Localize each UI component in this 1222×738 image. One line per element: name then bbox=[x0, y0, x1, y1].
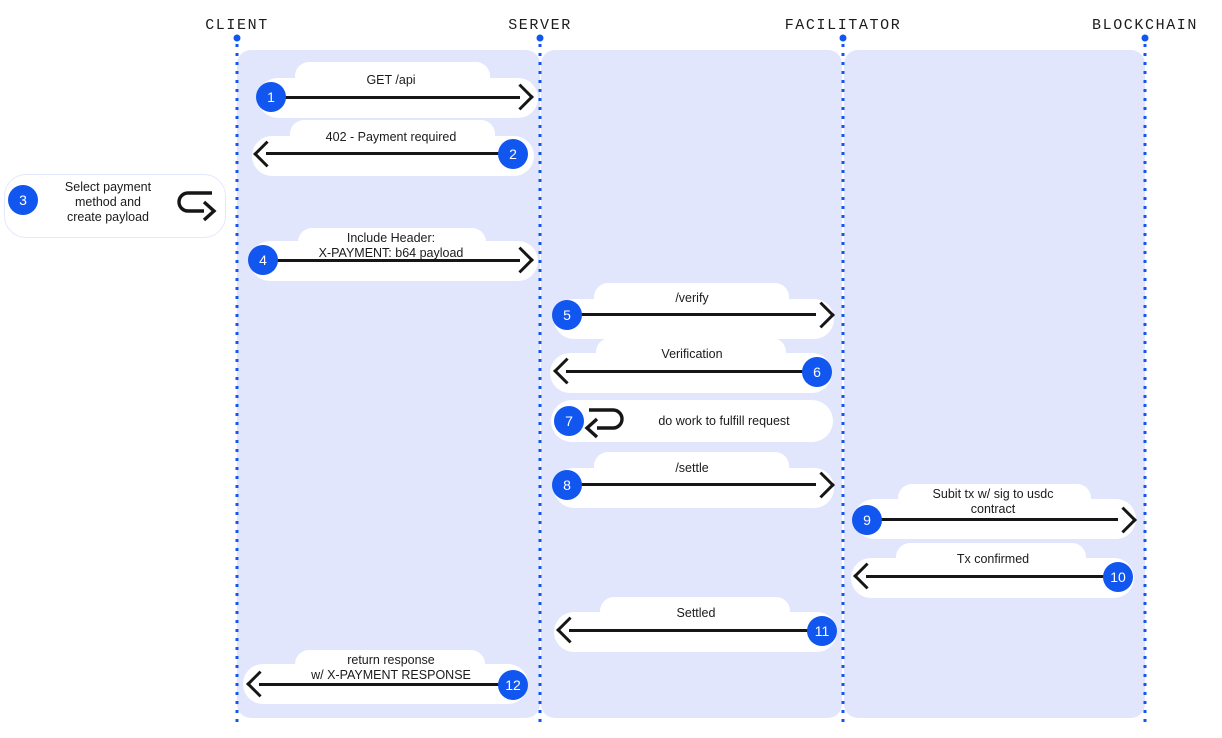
message-arrow-line-9 bbox=[868, 518, 1118, 521]
message-label-9: Subit tx w/ sig to usdc contract bbox=[932, 487, 1054, 516]
step-badge-2[interactable]: 2 bbox=[498, 139, 528, 169]
lifeline-label-facilitator: FACILITATOR bbox=[784, 17, 902, 34]
message-row-7[interactable] bbox=[551, 400, 833, 442]
step-badge-8[interactable]: 8 bbox=[552, 470, 582, 500]
lifeline-server bbox=[538, 44, 542, 726]
message-arrow-line-12 bbox=[259, 683, 509, 686]
note-box-3[interactable] bbox=[4, 174, 226, 238]
lifeline-dot-blockchain bbox=[1141, 34, 1149, 42]
lifeline-dot-facilitator bbox=[839, 34, 847, 42]
message-row-11[interactable] bbox=[554, 612, 837, 652]
step-badge-3[interactable]: 3 bbox=[8, 185, 38, 215]
message-label-10: Tx confirmed bbox=[956, 552, 1030, 566]
step-badge-1[interactable]: 1 bbox=[256, 82, 286, 112]
message-arrow-line-1 bbox=[272, 96, 520, 99]
message-label-1: GET /api bbox=[366, 73, 416, 87]
message-arrow-line-8 bbox=[568, 483, 816, 486]
note-label-3: Select payment method and create payload bbox=[64, 180, 152, 224]
message-label-5: /verify bbox=[675, 291, 709, 305]
message-arrow-line-5 bbox=[568, 313, 816, 316]
lifeline-label-client: CLIENT bbox=[205, 17, 269, 34]
message-label-4: Include Header: X-PAYMENT: b64 payload bbox=[318, 231, 464, 260]
step-badge-12[interactable]: 12 bbox=[498, 670, 528, 700]
message-row-5[interactable] bbox=[554, 299, 834, 339]
message-row-2[interactable] bbox=[252, 136, 534, 176]
lifeline-label-blockchain: BLOCKCHAIN bbox=[1091, 17, 1199, 34]
activation-band-facilitator-blockchain bbox=[844, 50, 1145, 718]
loop-arrow-icon-3 bbox=[174, 186, 220, 229]
lifeline-client bbox=[235, 44, 239, 726]
lifeline-blockchain bbox=[1143, 44, 1147, 726]
step-badge-5[interactable]: 5 bbox=[552, 300, 582, 330]
message-arrow-line-2 bbox=[266, 152, 512, 155]
message-arrow-line-4 bbox=[264, 259, 520, 262]
message-row-10[interactable] bbox=[851, 558, 1134, 598]
message-label-7: do work to fulfill request bbox=[658, 414, 790, 428]
message-label-8: /settle bbox=[675, 461, 709, 475]
message-label-6: Verification bbox=[661, 347, 723, 361]
message-row-8[interactable] bbox=[554, 468, 834, 508]
step-badge-10[interactable]: 10 bbox=[1103, 562, 1133, 592]
lifeline-dot-client bbox=[233, 34, 241, 42]
lifeline-label-server: SERVER bbox=[508, 17, 572, 34]
message-arrow-line-10 bbox=[866, 575, 1114, 578]
message-label-2: 402 - Payment required bbox=[325, 130, 457, 144]
lifeline-facilitator bbox=[841, 44, 845, 726]
message-row-6[interactable] bbox=[550, 353, 832, 393]
step-badge-9[interactable]: 9 bbox=[852, 505, 882, 535]
step-badge-6[interactable]: 6 bbox=[802, 357, 832, 387]
message-label-11: Settled bbox=[676, 606, 716, 620]
message-arrow-line-11 bbox=[569, 629, 818, 632]
step-badge-7[interactable]: 7 bbox=[554, 406, 584, 436]
message-label-12: return response w/ X-PAYMENT RESPONSE bbox=[311, 653, 471, 682]
step-badge-11[interactable]: 11 bbox=[807, 616, 837, 646]
message-arrow-line-6 bbox=[566, 370, 813, 373]
loop-arrow-icon-7 bbox=[579, 404, 627, 445]
lifeline-dot-server bbox=[536, 34, 544, 42]
step-badge-4[interactable]: 4 bbox=[248, 245, 278, 275]
